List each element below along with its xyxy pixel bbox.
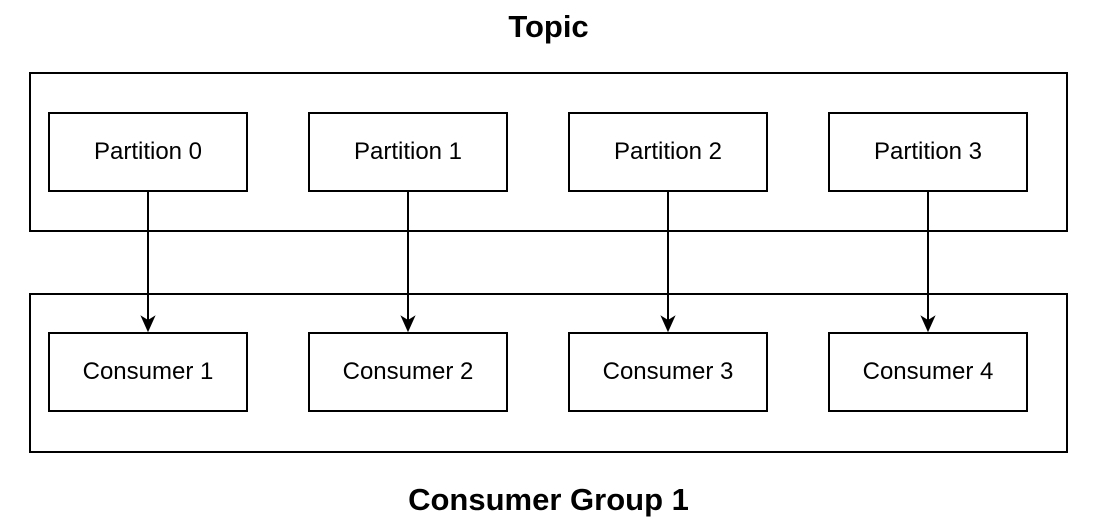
consumer-1-box: Consumer 1 (48, 332, 248, 412)
partition-2-box: Partition 2 (568, 112, 768, 192)
consumer-1-label: Consumer 1 (82, 358, 214, 385)
consumer-2-box: Consumer 2 (308, 332, 508, 412)
consumer-4-box: Consumer 4 (828, 332, 1028, 412)
partition-0-label: Partition 0 (93, 138, 203, 165)
partition-3-box: Partition 3 (828, 112, 1028, 192)
topic-title: Topic (508, 9, 589, 44)
consumer-3-label: Consumer 3 (602, 358, 734, 385)
partition-1-label: Partition 1 (353, 138, 463, 165)
consumer-group-title: Consumer Group 1 (408, 482, 689, 517)
partition-2-label: Partition 2 (613, 138, 723, 165)
consumer-4-label: Consumer 4 (862, 358, 994, 385)
consumer-3-box: Consumer 3 (568, 332, 768, 412)
partition-1-box: Partition 1 (308, 112, 508, 192)
partition-0-box: Partition 0 (48, 112, 248, 192)
consumer-2-label: Consumer 2 (342, 358, 474, 385)
partition-3-label: Partition 3 (873, 138, 983, 165)
